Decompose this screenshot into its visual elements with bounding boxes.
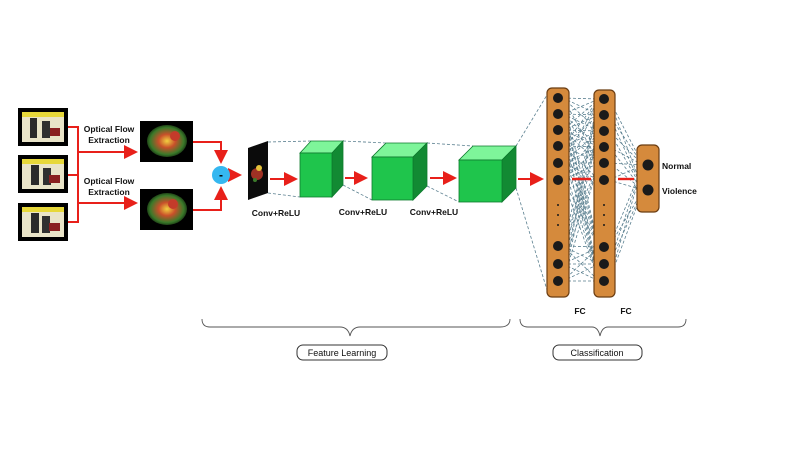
video-frame-3 — [18, 203, 68, 241]
conv-label-2: Conv+ReLU — [339, 207, 387, 217]
optical-flow-image-1 — [140, 121, 193, 162]
extract-bottom-line-1: Optical Flow — [84, 176, 135, 186]
video-frame-1 — [18, 108, 68, 146]
output-class-violence: Violence — [662, 186, 697, 196]
fc1-neuron — [553, 93, 563, 103]
extract-bottom-line-2: Extraction — [88, 187, 130, 197]
output-node-violence — [642, 184, 654, 196]
fc1-ellipsis-dot — [557, 214, 559, 216]
input-difference-frame — [248, 141, 268, 200]
optical-flow-image-2 — [140, 189, 193, 230]
fc2-neuron — [599, 142, 609, 152]
fc1-neuron — [553, 125, 563, 135]
fc2-ellipsis-dot — [603, 214, 605, 216]
fc2-neuron — [599, 94, 609, 104]
classification-section: Classification — [552, 344, 643, 361]
subtract-operator: - — [212, 166, 230, 184]
fc1-neuron — [553, 109, 563, 119]
output-layer — [636, 144, 660, 213]
subtract-symbol: - — [219, 168, 223, 182]
video-frame-2 — [18, 155, 68, 193]
conv-label-3: Conv+ReLU — [410, 207, 458, 217]
extract-top-line-2: Extraction — [88, 135, 130, 145]
extract-top-line-1: Optical Flow — [84, 124, 135, 134]
fc2-ellipsis-dot — [603, 224, 605, 226]
fc2-ellipsis-dot — [603, 204, 605, 206]
fc1-neuron — [553, 141, 563, 151]
feature-learning-label: Feature Learning — [308, 348, 377, 358]
fc2-neuron — [599, 110, 609, 120]
fc-layer-1 — [546, 87, 570, 298]
fc1-neuron — [553, 241, 563, 251]
fc-label-1: FC — [574, 306, 585, 316]
output-node-normal — [642, 159, 654, 171]
classification-brace — [519, 318, 687, 337]
conv-block-3 — [458, 145, 517, 203]
feature-learning-brace — [201, 318, 511, 337]
fc-label-2: FC — [620, 306, 631, 316]
fc2-neuron — [599, 175, 609, 185]
fc1-neuron — [553, 276, 563, 286]
fc2-neuron — [599, 276, 609, 286]
fc1-ellipsis-dot — [557, 224, 559, 226]
fc1-neuron — [553, 259, 563, 269]
fc1-neuron — [553, 175, 563, 185]
fc2-neuron — [599, 126, 609, 136]
fc2-neuron — [599, 158, 609, 168]
conv-label-1: Conv+ReLU — [252, 208, 300, 218]
fc1-neuron — [553, 158, 563, 168]
fc2-neuron — [599, 259, 609, 269]
output-class-normal: Normal — [662, 161, 691, 171]
fc1-ellipsis-dot — [557, 204, 559, 206]
classification-label: Classification — [570, 348, 623, 358]
subtract-arrows — [193, 141, 242, 211]
conv-block-1 — [299, 139, 344, 199]
fc2-neuron — [599, 242, 609, 252]
feature-learning-section: Feature Learning — [296, 344, 388, 361]
extraction-arrows — [68, 126, 138, 223]
conv-block-2 — [371, 142, 428, 201]
fc-layer-2 — [593, 89, 616, 298]
